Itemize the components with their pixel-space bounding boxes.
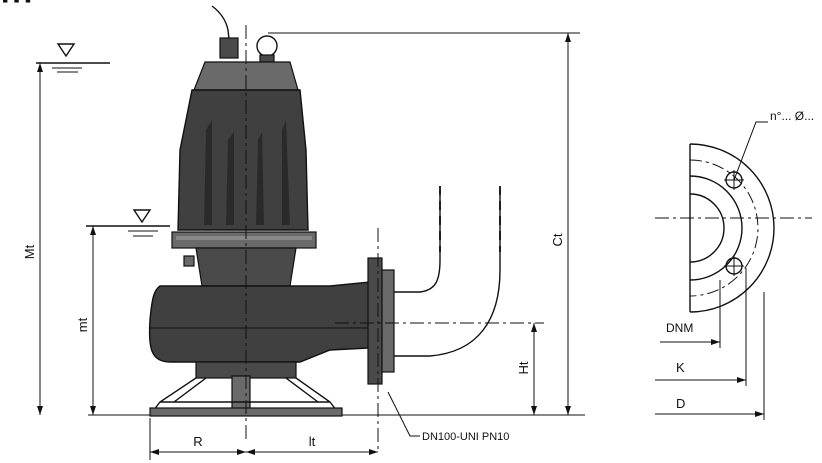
label-Ct: Ct	[550, 233, 565, 246]
label-Ht: Ht	[516, 361, 531, 374]
lifting-eye	[256, 35, 278, 64]
discharge-bend-pipe-outer	[394, 190, 501, 357]
volute-casing	[148, 281, 371, 363]
label-DNM: DNM	[666, 321, 693, 335]
neck-boss	[183, 255, 195, 267]
label-Mt: Mt	[22, 244, 37, 259]
dimension-R	[149, 418, 246, 460]
dimension-Mt	[37, 63, 43, 415]
dimension-lt	[246, 449, 378, 455]
cooling-fins	[204, 120, 290, 225]
dimension-Ct	[565, 33, 571, 415]
flange-detail	[689, 143, 775, 313]
dimension-D	[655, 411, 764, 417]
cable-gland	[219, 37, 239, 59]
holes-leader	[733, 121, 768, 181]
label-R: R	[193, 434, 202, 449]
label-lt: lt	[309, 434, 316, 449]
label-mt: mt	[75, 317, 90, 332]
water-level-symbol-max	[36, 43, 110, 73]
discharge-bend-pipe	[394, 190, 441, 293]
dimension-mt	[90, 226, 96, 415]
dimension-DNM	[660, 339, 720, 345]
outlet-note: DN100-UNI PN10	[422, 431, 509, 443]
outlet-counter-flange	[381, 269, 395, 373]
dimension-Ht	[531, 323, 537, 415]
outlet-note-leader	[387, 391, 420, 437]
power-cable	[211, 5, 231, 49]
flange-bolt-row	[176, 236, 312, 240]
label-D: D	[676, 396, 685, 411]
dimension-K	[655, 377, 746, 383]
holes-note: n°... Ø...	[770, 109, 814, 123]
label-K: K	[676, 360, 685, 375]
header-fragment: ▪ ▪ ▪	[2, 0, 31, 10]
water-level-symbol-min	[86, 209, 170, 237]
outlet-flange	[367, 257, 383, 385]
